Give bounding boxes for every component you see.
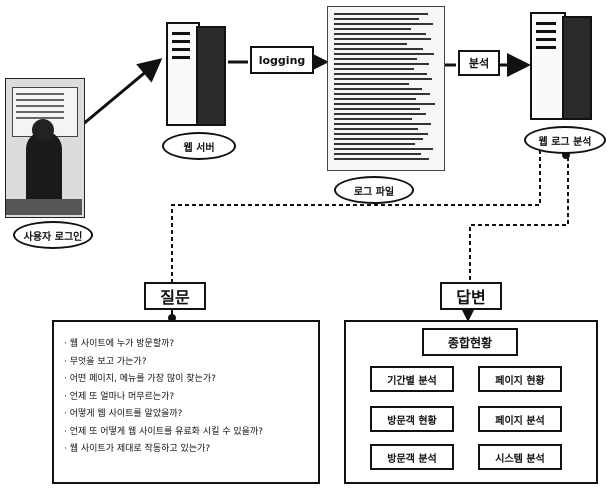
- server-front: [166, 22, 200, 126]
- server-slots: [172, 32, 190, 35]
- question-item: 언제 또 어떻게 웹 사이트를 유료화 시킬 수 있을까?: [62, 424, 312, 442]
- question-item: 웹 사이트가 제대로 작동하고 있는가?: [62, 441, 312, 459]
- question-item: 어떻게 웹 사이트를 알았을까?: [62, 406, 312, 424]
- question-item: 웹 사이트에 누가 방문할까?: [62, 336, 312, 354]
- log-file-lines: [334, 13, 438, 164]
- monitor-screen-lines: [16, 93, 64, 95]
- answer-item-visitor-analysis: 방문객 분석: [370, 444, 454, 470]
- arrow-login-to-server: [81, 58, 163, 127]
- person-head: [32, 119, 54, 141]
- dashed-answer-line: [469, 150, 569, 282]
- log-file-label: 로그 파일: [334, 176, 414, 204]
- web-server-label: 웹 서버: [162, 132, 236, 160]
- answer-item-page-analysis: 페이지 분석: [478, 406, 562, 432]
- answer-item-visitor-status: 방문객 현황: [370, 406, 454, 432]
- user-login-label: 사용자 로그인: [13, 221, 93, 249]
- dashed-question-line: [171, 150, 541, 290]
- desk-shadow: [6, 199, 82, 215]
- answer-label: 답변: [440, 282, 502, 310]
- question-item: 무엇을 보고 가는가?: [62, 354, 312, 372]
- server-slots: [536, 22, 556, 25]
- question-list: 웹 사이트에 누가 방문할까? 무엇을 보고 가는가? 어떤 페이지, 메뉴를 …: [62, 336, 312, 459]
- server-front: [530, 12, 566, 120]
- logging-label: logging: [250, 46, 314, 74]
- answer-item-system-analysis: 시스템 분석: [478, 444, 562, 470]
- answer-item-period-analysis: 기간별 분석: [370, 366, 454, 392]
- answer-panel: 종합현황 기간별 분석 페이지 현황 방문객 현황 페이지 분석 방문객 분석 …: [344, 320, 598, 484]
- web-server-icon: [166, 22, 228, 126]
- answer-item-page-status: 페이지 현황: [478, 366, 562, 392]
- question-panel: 웹 사이트에 누가 방문할까? 무엇을 보고 가는가? 어떤 페이지, 메뉴를 …: [52, 320, 320, 484]
- server-side: [562, 16, 592, 120]
- user-login-picture: [5, 78, 85, 218]
- person-silhouette: [26, 131, 62, 207]
- analysis-label: 분석: [458, 50, 500, 76]
- question-label: 질문: [144, 282, 206, 310]
- answer-summary-title: 종합현황: [422, 328, 518, 356]
- question-item: 언제 또 얼마나 머무르는가?: [62, 389, 312, 407]
- web-log-analysis-label: 웹 로그 분석: [524, 126, 606, 154]
- question-item: 어떤 페이지, 메뉴를 가장 많이 찾는가?: [62, 371, 312, 389]
- log-file-document: [327, 6, 445, 171]
- server-side: [196, 26, 226, 126]
- analysis-server-icon: [530, 12, 594, 120]
